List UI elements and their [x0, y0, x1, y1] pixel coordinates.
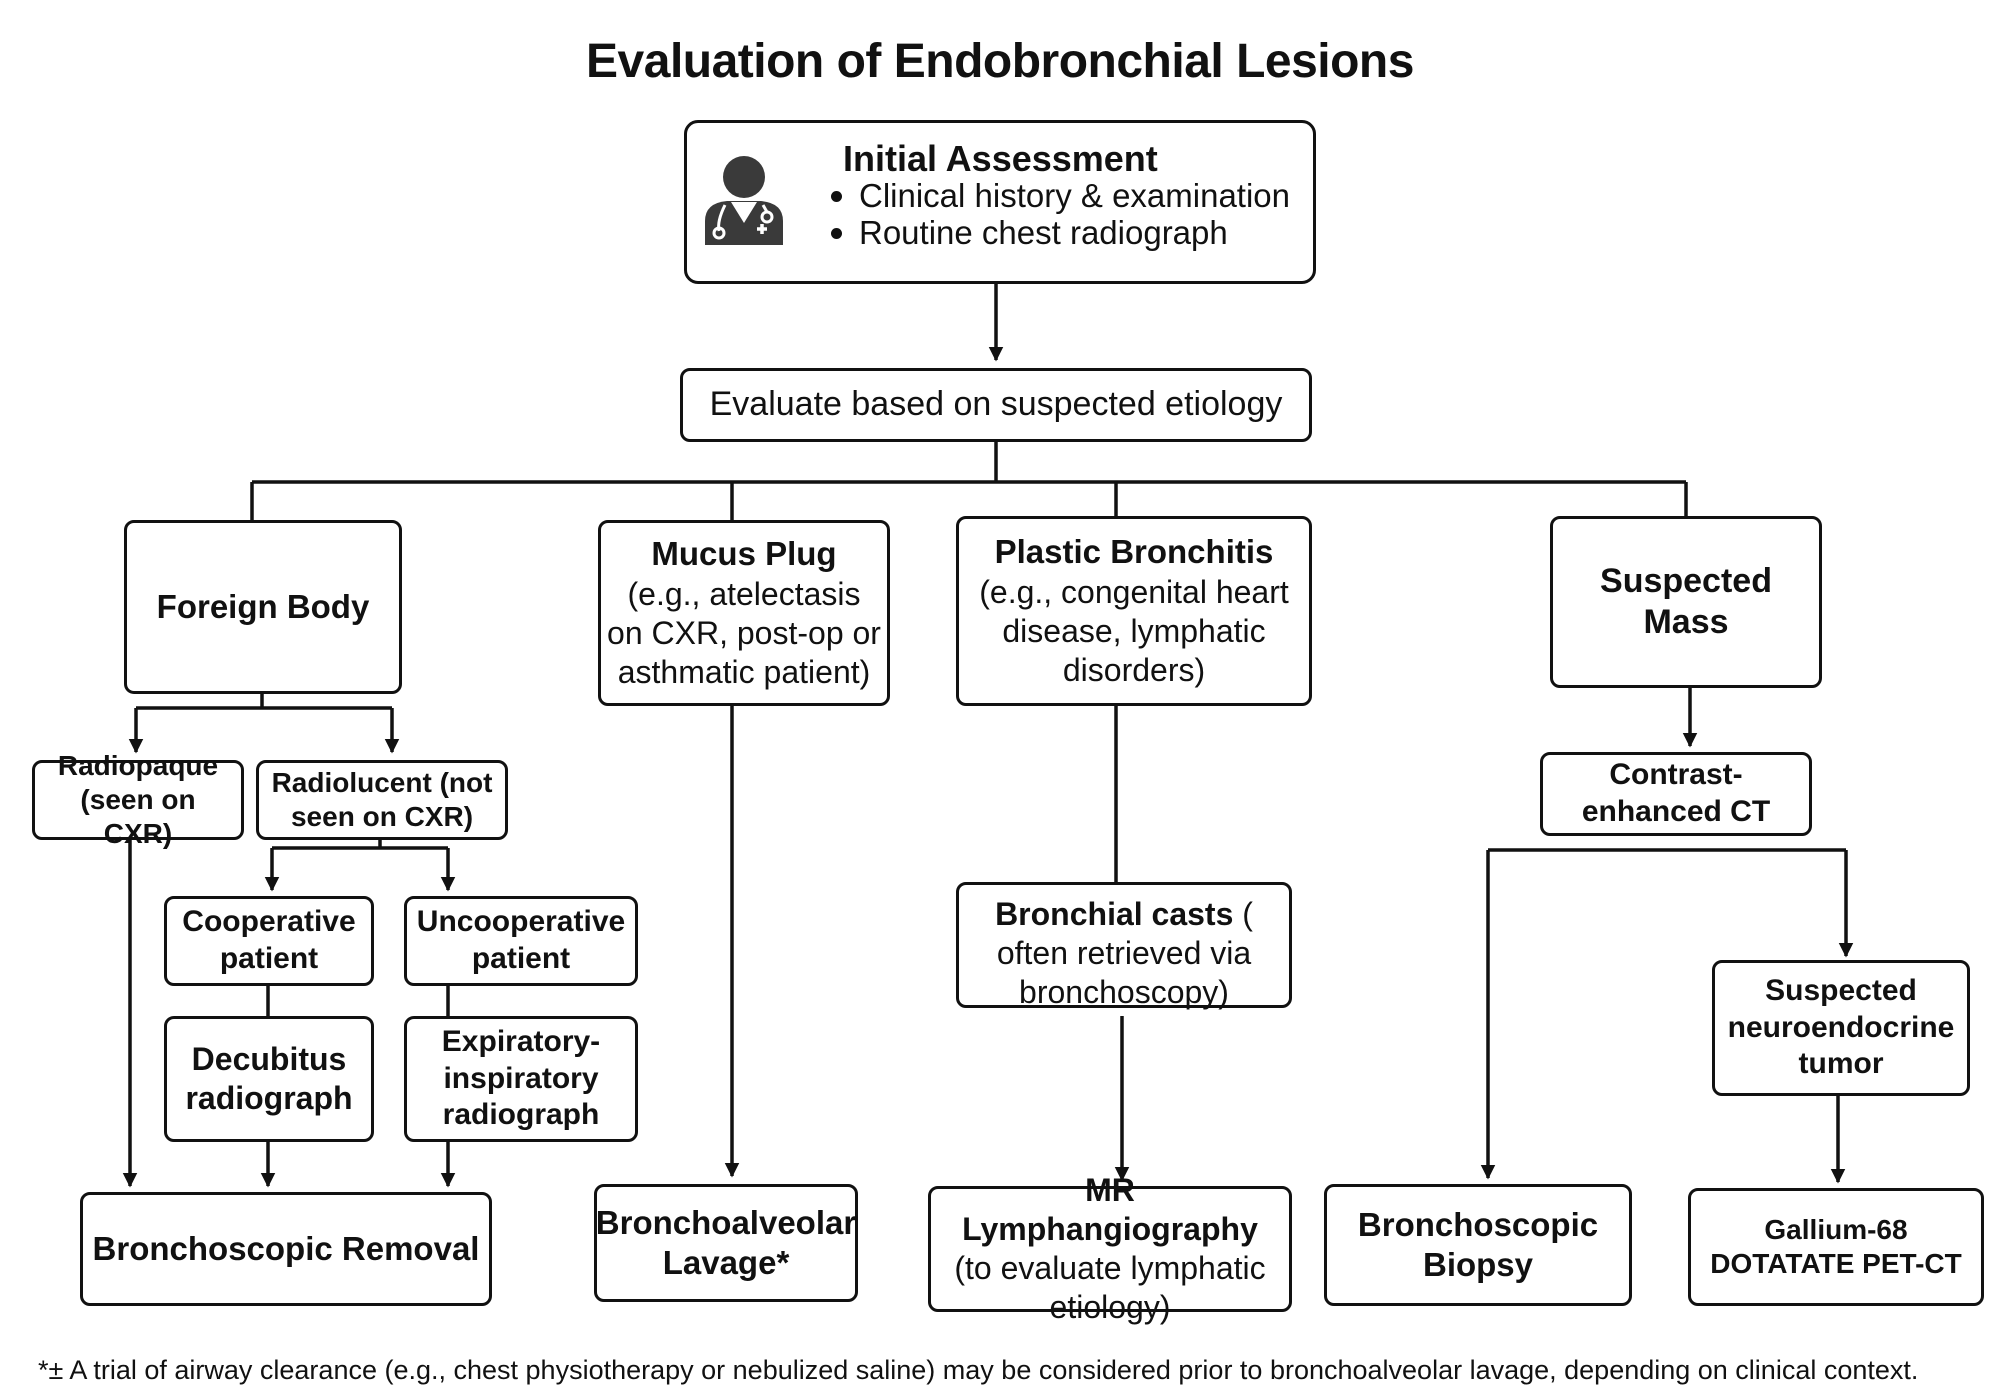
mr-lymphangiography-box: MR Lymphangiography (to evaluate lymphat…	[928, 1172, 1292, 1325]
plastic-bronchitis-box: Plastic Bronchitis (e.g., congenital hea…	[956, 516, 1312, 706]
decubitus-radiograph-box: Decubitus radiograph	[164, 1016, 374, 1142]
bronchoscopic-biopsy-box: Bronchoscopic Biopsy	[1324, 1184, 1632, 1306]
contrast-ct-box: Contrast-enhanced CT	[1540, 752, 1812, 836]
radiopaque-box: Radiopaque (seen on CXR)	[32, 750, 244, 849]
bronchoscopic-removal-box: Bronchoscopic Removal	[80, 1192, 492, 1306]
uncooperative-patient-box: Uncooperative patient	[404, 896, 638, 986]
radiolucent-box: Radiolucent (not seen on CXR)	[256, 760, 508, 840]
suspected-mass-box: Suspected Mass	[1550, 516, 1822, 688]
footnote: *± A trial of airway clearance (e.g., ch…	[38, 1355, 1919, 1385]
bronchial-casts-detail: ( often retrieved via bronchoscopy)	[996, 896, 1253, 1011]
bronchial-casts-box: Bronchial casts ( often retrieved via br…	[956, 882, 1292, 1011]
mr-lymphangiography-title: MR Lymphangiography	[962, 1171, 1258, 1247]
plastic-bronchitis-detail: (e.g., congenital heart disease, lymphat…	[979, 573, 1289, 688]
mucus-plug-detail: (e.g., atelectasis on CXR, post-op or as…	[607, 575, 881, 690]
cooperative-patient-box: Cooperative patient	[164, 896, 374, 986]
bronchoalveolar-lavage-box: Bronchoalveolar Lavage*	[594, 1184, 858, 1302]
diagram-title: Evaluation of Endobronchial Lesions	[586, 35, 1414, 88]
initial-bullet-history: Clinical history & examination	[827, 177, 1290, 214]
initial-assessment-list: Clinical history & examination Routine c…	[827, 177, 1290, 251]
gallium-pet-ct-box: Gallium-68 DOTATATE PET-CT	[1688, 1188, 1984, 1306]
foreign-body-box: Foreign Body	[124, 520, 402, 694]
mucus-plug-title: Mucus Plug	[651, 535, 837, 573]
plastic-bronchitis-title: Plastic Bronchitis	[994, 533, 1274, 571]
initial-assessment-heading: Initial Assessment	[843, 138, 1158, 179]
expiratory-inspiratory-box: Expiratory-inspiratory radiograph	[404, 1016, 638, 1142]
bronchial-casts-label: Bronchial casts	[995, 896, 1234, 932]
mr-lymphangiography-detail: (to evaluate lymphatic etiology)	[954, 1250, 1266, 1326]
initial-bullet-radiograph: Routine chest radiograph	[827, 214, 1290, 251]
doctor-icon	[705, 156, 783, 245]
initial-assessment-box: Initial Assessment Clinical history & ex…	[684, 120, 1316, 284]
evaluate-etiology-box: Evaluate based on suspected etiology	[680, 368, 1312, 442]
mucus-plug-box: Mucus Plug (e.g., atelectasis on CXR, po…	[598, 520, 890, 706]
neuroendocrine-tumor-box: Suspected neuroendocrine tumor	[1712, 960, 1970, 1096]
